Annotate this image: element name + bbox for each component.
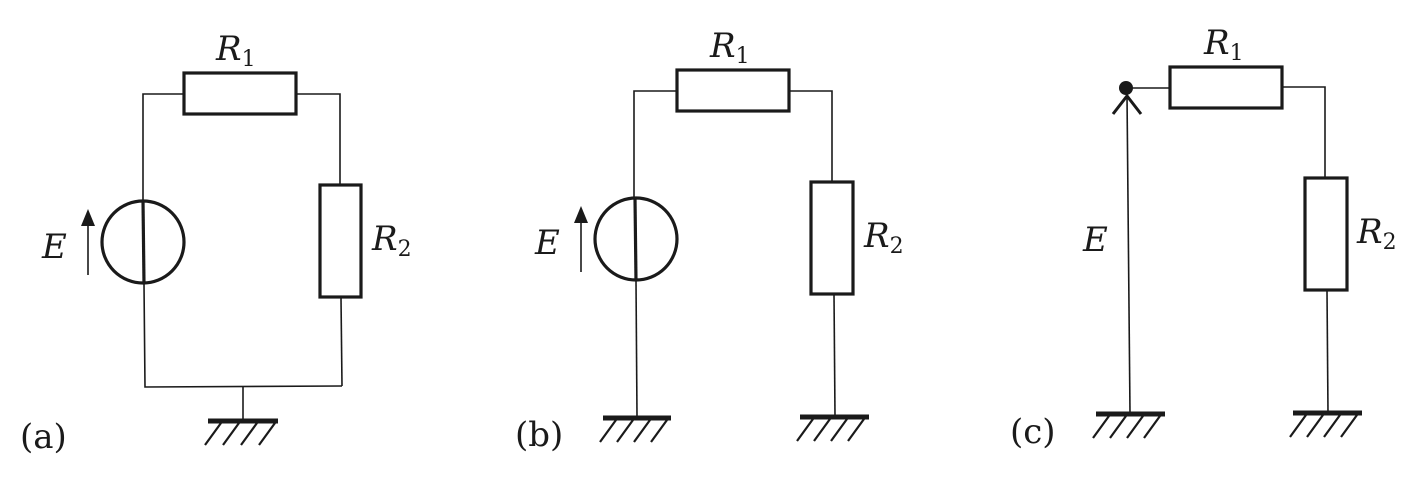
ground-icon-right bbox=[1289, 410, 1362, 438]
wire-bottom bbox=[143, 283, 343, 388]
arrow-up-icon bbox=[1111, 93, 1143, 115]
panel-a: R1 R2 E (a) bbox=[20, 29, 412, 457]
resistor-r1 bbox=[182, 71, 298, 116]
ground-icon-left bbox=[599, 415, 671, 443]
wire-right-top bbox=[1282, 86, 1326, 178]
wire-right-top bbox=[789, 90, 833, 182]
panel-b: R1 R2 E (b) bbox=[515, 26, 904, 455]
label-e: E bbox=[1082, 220, 1108, 260]
wire-left-top bbox=[142, 93, 184, 200]
wire-right-bottom bbox=[340, 297, 343, 387]
resistor-r2 bbox=[809, 180, 855, 296]
resistor-r2 bbox=[1303, 176, 1349, 292]
panel-tag-c: (c) bbox=[1010, 412, 1056, 452]
resistor-r1 bbox=[675, 68, 791, 113]
label-r1: R1 bbox=[215, 29, 256, 72]
wire-right-bottom bbox=[833, 293, 836, 417]
ground-icon-right bbox=[796, 414, 869, 442]
arrow-up-icon bbox=[574, 206, 588, 272]
resistor-r1 bbox=[1168, 65, 1284, 110]
wire-right-bottom bbox=[1326, 290, 1329, 414]
label-e: E bbox=[41, 227, 67, 267]
resistor-r2 bbox=[318, 183, 363, 299]
panel-tag-a: (a) bbox=[20, 417, 67, 457]
label-e: E bbox=[534, 223, 560, 263]
panel-tag-b: (b) bbox=[515, 415, 563, 455]
label-r2: R2 bbox=[1356, 212, 1397, 255]
ground-icon bbox=[204, 418, 278, 446]
label-r1: R1 bbox=[709, 26, 750, 69]
label-r2: R2 bbox=[863, 216, 904, 259]
voltage-source-icon bbox=[100, 199, 186, 285]
voltage-source-icon bbox=[593, 196, 679, 282]
potential-line bbox=[1126, 94, 1131, 414]
label-r2: R2 bbox=[371, 219, 412, 262]
ground-icon-left bbox=[1092, 411, 1165, 439]
wire-right-top bbox=[296, 93, 341, 185]
label-r1: R1 bbox=[1203, 23, 1244, 66]
node-dot bbox=[1119, 81, 1133, 95]
wire-left-bottom bbox=[635, 280, 638, 417]
wire-left-top bbox=[633, 90, 677, 197]
arrow-up-icon bbox=[81, 209, 95, 275]
panel-c: R1 R2 E (c) bbox=[1010, 23, 1397, 452]
